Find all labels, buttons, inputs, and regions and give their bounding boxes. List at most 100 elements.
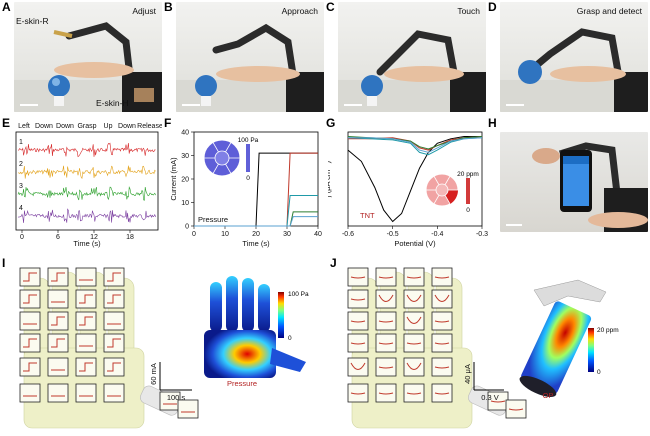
i-sensor-frame	[103, 267, 125, 287]
i-sensor-frame	[47, 383, 69, 403]
i-sensor-cell	[19, 383, 41, 403]
j-sensor-signal	[406, 392, 422, 395]
i-sensor-signal	[107, 294, 121, 304]
i-sensor-frame	[75, 383, 97, 403]
g-scale-min: 0	[466, 207, 470, 214]
robot-arm-illustration	[338, 30, 486, 112]
j-sensor-signal	[508, 408, 524, 411]
i-sensor-cell	[47, 289, 69, 309]
i-sensor-cell	[177, 399, 199, 419]
i-sensor-cell	[19, 357, 41, 377]
photo-adjust: Adjust E-skin-R E-skin-H	[14, 2, 162, 112]
j-sensor-frame	[375, 383, 397, 403]
e-plot-frame	[15, 131, 159, 231]
panel-label-g: G	[326, 116, 336, 130]
j-scale-x: 0.3 V	[481, 393, 499, 402]
j-scale-y: 40 μA	[463, 364, 472, 384]
j-sensor-signal	[378, 392, 394, 395]
j-sensor-signal	[406, 294, 422, 302]
panel-label-b: B	[164, 0, 173, 14]
j-sensor-cell	[431, 289, 453, 309]
j-sensor-signal	[350, 276, 366, 279]
j-sensor-signal	[406, 362, 422, 370]
i-sensor-cell	[103, 333, 125, 353]
i-sensor-cell	[19, 289, 41, 309]
j-sensor-frame	[347, 383, 369, 403]
i-map-label: Pressure	[227, 379, 257, 388]
g-xtick-label: -0.4	[431, 231, 443, 238]
i-sensor-cell	[75, 267, 97, 287]
j-cbar-max: 20 ppm	[597, 327, 619, 334]
j-sensor-frame	[505, 399, 527, 419]
j-sensor-cell	[347, 357, 369, 377]
e-top-label: Up	[104, 123, 113, 130]
i-sensor-signal	[79, 294, 93, 304]
i-sensor-frame	[47, 289, 69, 309]
e-channel-label: 2	[19, 161, 23, 168]
i-sensor-signal	[79, 362, 93, 372]
j-sensor-signal	[490, 400, 506, 403]
j-sensor-cell	[403, 383, 425, 403]
e-trace-channel-3	[17, 186, 156, 201]
j-sensor-cell	[431, 383, 453, 403]
robot-arm-illustration	[14, 22, 162, 112]
j-sensor-signal	[350, 342, 366, 345]
j-sensor-signal	[350, 362, 366, 370]
j-sensor-signal	[434, 320, 450, 323]
j-sensor-cell	[347, 267, 369, 287]
j-sensor-cell	[403, 289, 425, 309]
e-trace-channel-2	[17, 165, 156, 179]
j-sensor-frame	[347, 289, 369, 309]
j-sensor-frame	[375, 333, 397, 353]
e-top-label: Release	[137, 123, 162, 130]
i-sensor-frame	[19, 311, 41, 331]
j-sensor-cell	[403, 267, 425, 287]
j-sensor-frame	[347, 357, 369, 377]
j-sensor-signal	[434, 342, 450, 345]
f-xtick-label: 0	[192, 231, 196, 238]
j-robot-hand-render	[533, 279, 607, 307]
caption-adjust: Adjust	[132, 6, 156, 16]
label-eskin-r: E-skin-R	[16, 16, 49, 26]
e-channel-label: 1	[19, 139, 23, 146]
j-sensor-cell	[431, 357, 453, 377]
j-sensor-signal	[434, 276, 450, 279]
figure-j-hand-op: 40 μA 0.3 V OP 20 ppm 0	[347, 267, 619, 429]
i-sensor-frame	[75, 311, 97, 331]
j-colorbar	[588, 328, 594, 372]
j-op-map: OP 20 ppm 0	[519, 279, 619, 400]
g-plot-frame	[347, 131, 483, 227]
j-sensor-signal	[350, 392, 366, 395]
j-sensor-cell	[431, 333, 453, 353]
j-sensor-frame	[431, 357, 453, 377]
i-sensor-frame	[47, 333, 69, 353]
j-sensor-cell	[347, 383, 369, 403]
i-sensor-cell	[75, 383, 97, 403]
i-sensor-signal	[23, 272, 37, 282]
j-sensor-frame	[431, 383, 453, 403]
e-top-label: Left	[18, 123, 30, 130]
panel-label-h: H	[488, 116, 497, 130]
j-sensor-frame	[403, 311, 425, 331]
j-sensor-cell	[347, 311, 369, 331]
panel-label-i: I	[2, 256, 6, 270]
j-sensor-frame	[375, 267, 397, 287]
g-xtick-label: -0.5	[387, 231, 399, 238]
i-sensor-frame	[19, 289, 41, 309]
i-sensor-signal	[107, 272, 121, 282]
j-sensor-frame	[347, 311, 369, 331]
j-sensor-frame	[403, 267, 425, 287]
i-sensor-signal	[79, 316, 93, 326]
f-xtick-label: 30	[283, 231, 291, 238]
i-sensor-signal	[51, 272, 65, 282]
j-sensor-signal	[378, 276, 394, 279]
j-sensor-cell	[375, 289, 397, 309]
panel-label-f: F	[164, 116, 172, 130]
i-sensor-frame	[47, 311, 69, 331]
robot-arm-illustration	[500, 28, 648, 112]
i-sensor-cell	[47, 267, 69, 287]
i-sensor-cell	[75, 357, 97, 377]
